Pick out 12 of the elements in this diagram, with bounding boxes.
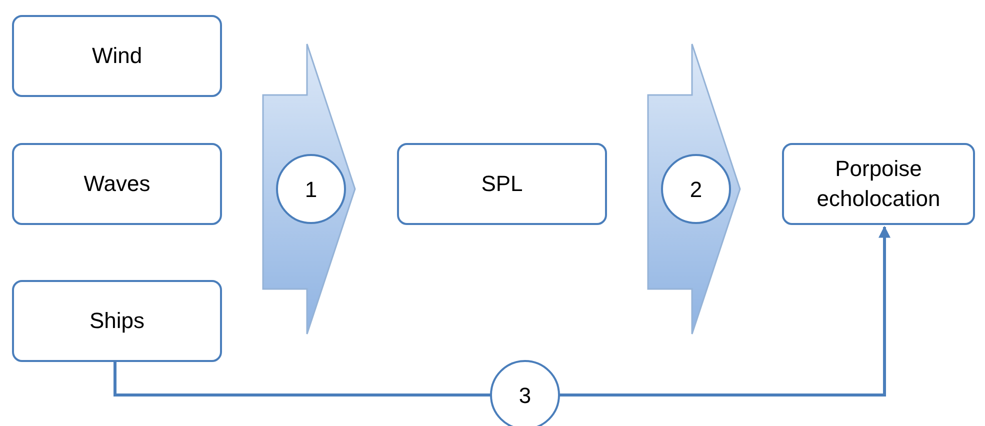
node-label: SPL bbox=[481, 170, 523, 198]
node-label: Ships bbox=[89, 307, 145, 335]
connector-arrow bbox=[114, 226, 890, 396]
process-box bbox=[397, 143, 607, 225]
process-box bbox=[782, 143, 975, 225]
process-box bbox=[12, 15, 222, 97]
process-box bbox=[12, 280, 222, 362]
node-label: Wind bbox=[92, 42, 142, 70]
node-label: Waves bbox=[84, 170, 150, 198]
node-label: Porpoise echolocation bbox=[816, 155, 942, 213]
edge-label: 3 bbox=[490, 360, 560, 426]
process-box bbox=[12, 143, 222, 225]
